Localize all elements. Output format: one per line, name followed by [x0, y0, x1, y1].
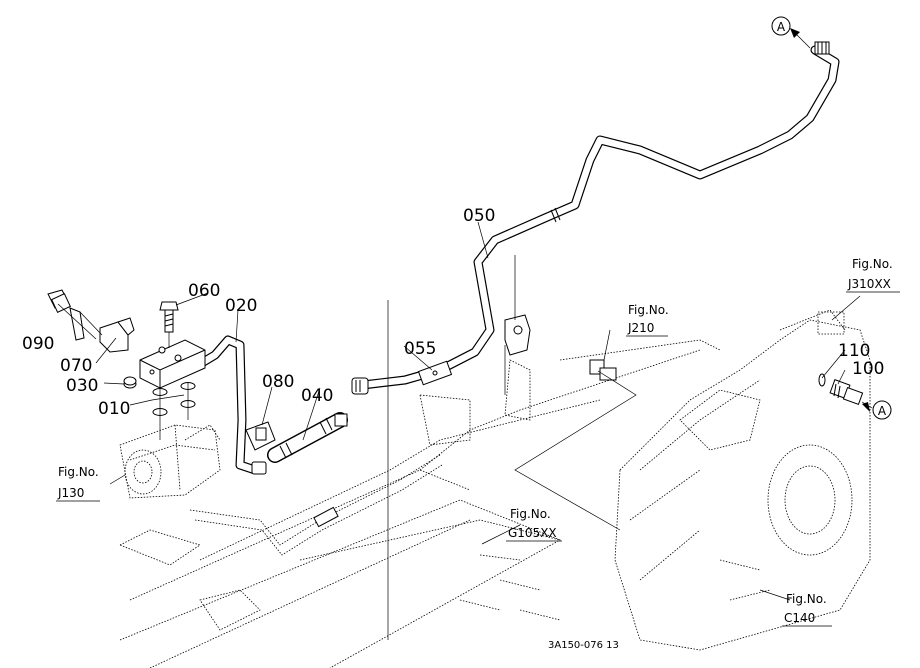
- marker-a-top-label: A: [777, 20, 786, 34]
- lower-hose: [189, 454, 443, 556]
- nut-030: [123, 376, 137, 389]
- fig-ref-c140-line1: Fig.No.: [786, 592, 827, 606]
- bolt-060: [159, 301, 179, 348]
- bracket-070: [99, 317, 135, 353]
- pipe-020: [185, 335, 267, 475]
- steering-unit-j130: [119, 424, 221, 499]
- fig-ref-g105-line2: G105XX: [508, 526, 557, 540]
- label-070: 070: [60, 356, 92, 376]
- label-050: 050: [463, 206, 495, 226]
- hose-040: [267, 412, 348, 463]
- clamp-080: [245, 421, 276, 451]
- fig-ref-j210-line2: J210: [627, 321, 654, 335]
- fig-ref-c140: Fig.No. C140: [782, 592, 832, 627]
- fig-ref-j130-line2: J130: [57, 486, 84, 500]
- o-rings-010: [152, 382, 196, 440]
- fig-ref-g105xx: Fig.No. G105XX: [506, 507, 562, 542]
- transmission-housing: [614, 309, 871, 651]
- fig-ref-j310xx: Fig.No. J310XX: [846, 257, 900, 293]
- label-100: 100: [852, 359, 884, 379]
- label-080: 080: [262, 372, 294, 392]
- connection-marker-a-bottom: A: [872, 400, 892, 420]
- fitting-100: [818, 373, 873, 409]
- clamp-055: [417, 360, 453, 386]
- label-090: 090: [22, 334, 54, 354]
- fig-ref-j130-line1: Fig.No.: [58, 465, 99, 479]
- label-020: 020: [225, 296, 257, 316]
- connection-marker-a-top: A: [771, 16, 791, 36]
- bracket-upper: [504, 255, 531, 395]
- fitting-090: [47, 289, 103, 341]
- fig-ref-g105-line1: Fig.No.: [510, 507, 551, 521]
- part-labels: 060 020 090 070 030 010 080 040 055 050 …: [22, 206, 884, 419]
- fig-ref-j310-line1: Fig.No.: [852, 257, 893, 271]
- marker-a-bottom-label: A: [878, 404, 887, 418]
- leader-lines: [57, 28, 870, 640]
- fig-ref-c140-line2: C140: [784, 611, 815, 625]
- fitting-j210: [589, 359, 617, 381]
- label-110: 110: [838, 341, 870, 361]
- fig-ref-j210: Fig.No. J210: [626, 303, 669, 337]
- drawing-code: 3A150-076 13: [548, 640, 619, 651]
- label-060: 060: [188, 281, 220, 301]
- frame-chassis: [119, 339, 721, 668]
- label-030: 030: [66, 376, 98, 396]
- fig-ref-j210-line1: Fig.No.: [628, 303, 669, 317]
- fig-ref-j310-line2: J310XX: [847, 277, 891, 291]
- pipe-050: [351, 41, 840, 395]
- label-040: 040: [301, 386, 333, 406]
- label-055: 055: [404, 339, 436, 359]
- label-010: 010: [98, 399, 130, 419]
- fig-ref-j130: Fig.No. J130: [56, 465, 100, 502]
- valve-block: [139, 339, 206, 389]
